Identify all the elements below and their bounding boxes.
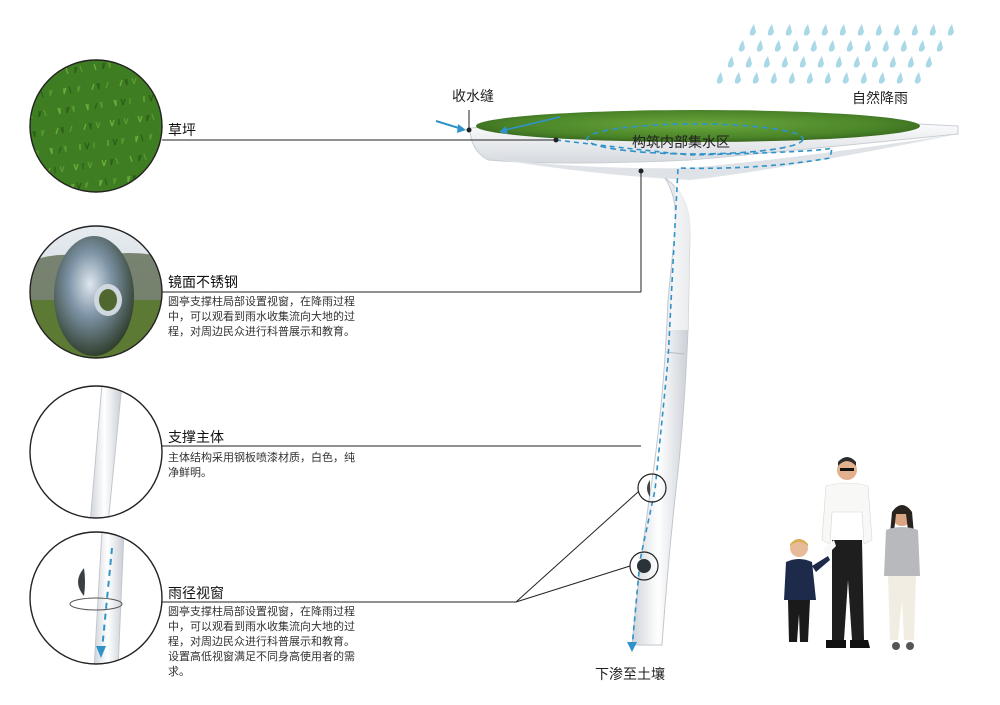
rain-drop — [914, 72, 921, 84]
rain-drop — [727, 56, 734, 68]
rain-drop — [925, 56, 932, 68]
rain-drop — [824, 72, 831, 84]
rain-drop — [918, 40, 925, 52]
rain-drop — [857, 24, 864, 36]
rain-drop — [792, 40, 799, 52]
rain-drop — [878, 72, 885, 84]
internal-collection-label: 构筑内部集水区 — [632, 135, 730, 151]
rain-drop — [853, 56, 860, 68]
rain-drop — [745, 56, 752, 68]
rain-drop — [756, 40, 763, 52]
rain-drop — [817, 56, 824, 68]
rain-drop — [889, 56, 896, 68]
rain-drop — [781, 56, 788, 68]
rain-drop — [806, 72, 813, 84]
rain-drop — [803, 24, 810, 36]
rain-drop — [738, 40, 745, 52]
leader-lines — [162, 110, 644, 603]
rain-drop — [749, 24, 756, 36]
lawn-surface — [476, 110, 920, 142]
rain-drop — [929, 24, 936, 36]
lawn-title: 草坪 — [168, 123, 196, 139]
rain-drop — [893, 24, 900, 36]
rain-drop — [774, 40, 781, 52]
people-scale-figures — [784, 457, 920, 650]
rain-drop — [770, 72, 777, 84]
rain-drop — [864, 40, 871, 52]
rain-drop — [907, 56, 914, 68]
rain-drop — [911, 24, 918, 36]
rain-drop — [763, 56, 770, 68]
flow-arrowhead-down — [627, 642, 637, 652]
support-body-thumbnail — [29, 385, 163, 519]
rain-drop — [828, 40, 835, 52]
rain-drop — [896, 72, 903, 84]
rain-drop — [734, 72, 741, 84]
collection-slot-label: 收水缝 — [452, 89, 494, 105]
rain-drop — [875, 24, 882, 36]
natural-rain-label: 自然降雨 — [852, 91, 908, 107]
mirror-steel-thumbnail — [29, 225, 163, 359]
rain-drop — [788, 72, 795, 84]
rain-drop — [846, 40, 853, 52]
rain-drop — [860, 72, 867, 84]
rain-drop — [767, 24, 774, 36]
support-body-title: 支撑主体 — [168, 430, 224, 446]
mirror-steel-desc: 圆亭支撑柱局部设置视窗，在降雨过程中，可以观看到雨水收集流向大地的过程，对周边民… — [168, 295, 355, 338]
rain-drop — [752, 72, 759, 84]
rain-drop — [716, 72, 723, 84]
rain-drop — [871, 56, 878, 68]
rain-window-desc: 圆亭支撑柱局部设置视窗，在降雨过程中，可以观看到雨水收集流向大地的过程，对周边民… — [168, 605, 355, 678]
rain-drop — [835, 56, 842, 68]
rain-drop — [936, 40, 943, 52]
rain-drop — [799, 56, 806, 68]
lawn-thumbnail — [29, 59, 163, 193]
rain-drop — [842, 72, 849, 84]
mirror-steel-title: 镜面不锈钢 — [168, 275, 238, 291]
support-body-desc: 主体结构采用钢板喷漆材质，白色，纯净鲜明。 — [168, 451, 355, 479]
seep-to-soil-label: 下渗至土壤 — [595, 667, 665, 683]
rain-drop — [785, 24, 792, 36]
rain-drop — [900, 40, 907, 52]
rain-window-thumbnail — [29, 531, 163, 665]
rain-drop — [882, 40, 889, 52]
water-flow-path — [555, 139, 834, 649]
rain-drop — [839, 24, 846, 36]
support-column — [631, 177, 705, 646]
rain-drop — [810, 40, 817, 52]
rain-drops — [716, 24, 954, 84]
window-callout-upper — [637, 473, 667, 503]
rain-window-title: 雨径视窗 — [168, 586, 224, 602]
canopy — [469, 110, 959, 180]
rain-drop — [947, 24, 954, 36]
rain-drop — [821, 24, 828, 36]
